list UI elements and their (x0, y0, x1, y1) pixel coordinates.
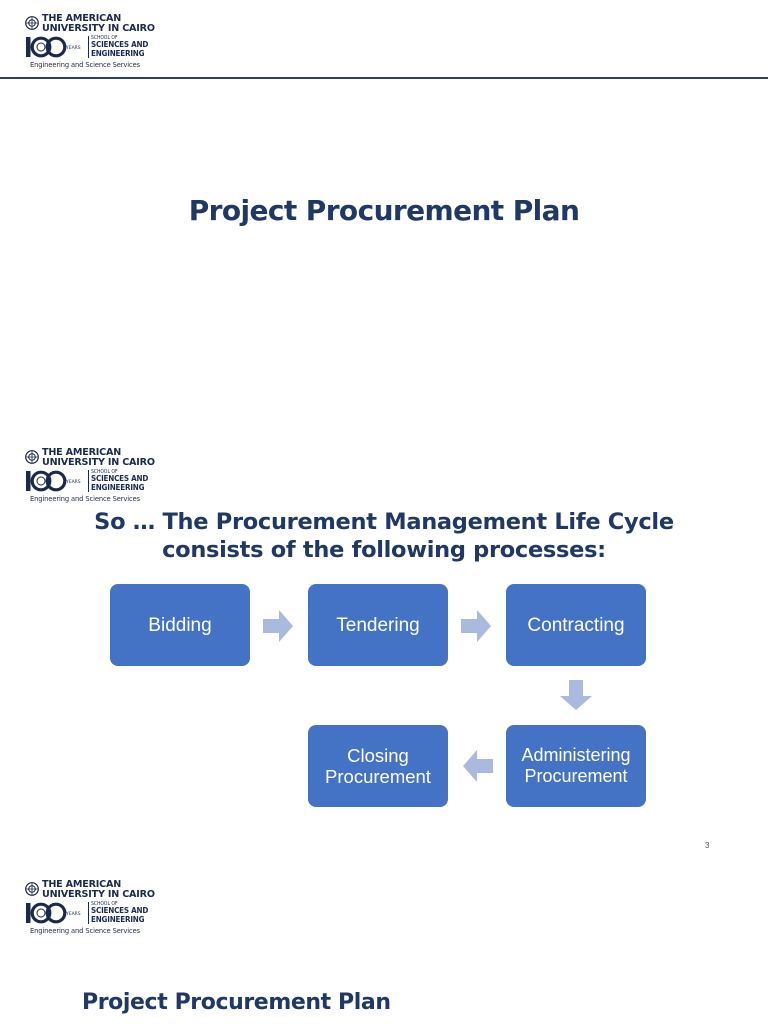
slide-2: THE AMERICAN UNIVERSITY IN CAIRO YEARS S… (0, 432, 768, 864)
arrow-left-icon (463, 750, 493, 782)
logo-subtitle: Engineering and Science Services (30, 61, 141, 69)
logo-school-name: SCHOOL OF SCIENCES AND ENGINEERING (91, 901, 149, 924)
process-closing-procurement: Closing Procurement (308, 725, 448, 807)
process-contracting: Contracting (506, 584, 646, 666)
slide-title: Project Procurement Plan (82, 990, 391, 1015)
slide-title: So … The Procurement Management Life Cyc… (0, 508, 768, 564)
logo-university-name: THE AMERICAN UNIVERSITY IN CAIRO (42, 447, 155, 468)
logo-university-name: THE AMERICAN UNIVERSITY IN CAIRO (42, 879, 155, 900)
logo-subtitle: Engineering and Science Services (30, 927, 141, 935)
page-number: 3 (705, 841, 710, 850)
auc-seal-icon (25, 882, 39, 896)
svg-text:YEARS: YEARS (65, 45, 81, 51)
process-administering-procurement: Administering Procurement (506, 725, 646, 807)
centennial-100-mark: YEARS (26, 902, 81, 924)
auc-seal-icon (25, 16, 39, 30)
slide-1: THE AMERICAN UNIVERSITY IN CAIRO YEARS S… (0, 0, 768, 432)
svg-text:YEARS: YEARS (65, 479, 81, 485)
arrow-down-icon (560, 680, 592, 710)
header-divider (0, 77, 768, 79)
logo-university-name: THE AMERICAN UNIVERSITY IN CAIRO (42, 14, 155, 33)
slide-title: Project Procurement Plan (188, 194, 580, 227)
arrow-right-icon (263, 610, 293, 642)
logo-subtitle: Engineering and Science Services (30, 495, 141, 503)
svg-text:YEARS: YEARS (65, 911, 81, 917)
logo-name-line2: UNIVERSITY IN CAIRO (42, 22, 155, 34)
logo-school-name: SCHOOL OF SCIENCES AND ENGINEERING (91, 469, 149, 492)
centennial-100-mark: YEARS (26, 470, 81, 492)
auc-logo: THE AMERICAN UNIVERSITY IN CAIRO YEARS S… (25, 14, 167, 71)
auc-logo: THE AMERICAN UNIVERSITY IN CAIRO YEARS S… (25, 447, 167, 505)
logo-school-name: SCHOOL OF SCIENCES AND ENGINEERING (91, 35, 149, 58)
auc-seal-icon (25, 450, 39, 464)
auc-logo: THE AMERICAN UNIVERSITY IN CAIRO YEARS S… (25, 879, 167, 937)
slide-title-line1: So … The Procurement Management Life Cyc… (94, 509, 674, 535)
process-tendering: Tendering (308, 584, 448, 666)
slide-3: THE AMERICAN UNIVERSITY IN CAIRO YEARS S… (0, 864, 768, 1024)
arrow-right-icon (461, 610, 491, 642)
centennial-100-mark: YEARS (26, 36, 81, 58)
logo-name-line1: THE AMERICAN (42, 13, 122, 24)
slide-title-line2: consists of the following processes: (162, 537, 606, 563)
process-bidding: Bidding (110, 584, 250, 666)
